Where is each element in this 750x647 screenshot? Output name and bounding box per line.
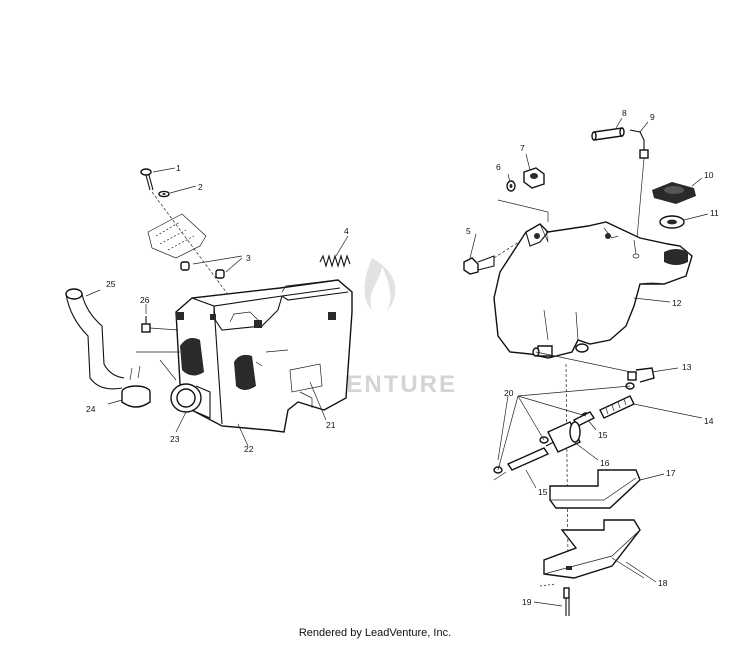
spring-part <box>319 235 351 268</box>
bolt-part <box>140 167 176 191</box>
part-label-9: 9 <box>650 112 655 122</box>
fuel-tank-part <box>493 221 693 359</box>
clamp-part <box>107 385 151 408</box>
part-label-25: 25 <box>106 279 116 289</box>
part-label-26: 26 <box>140 295 150 305</box>
seal-part <box>170 383 211 433</box>
shutoff-valve-part <box>599 395 635 419</box>
part-label-19: 19 <box>522 597 532 607</box>
washer-part <box>158 185 197 198</box>
left-assembly <box>65 167 353 447</box>
part-label-14: 14 <box>704 416 714 426</box>
part-label-10: 10 <box>704 170 714 180</box>
part-label-16: 16 <box>600 458 610 468</box>
right-assembly <box>463 127 696 616</box>
part-label-4: 4 <box>344 226 349 236</box>
part-label-1: 1 <box>176 163 181 173</box>
nut-part <box>523 167 545 189</box>
part-label-5: 5 <box>466 226 471 236</box>
sensor-part <box>141 304 179 333</box>
mount-plate-part <box>543 519 645 579</box>
leader-lines <box>469 117 709 583</box>
fuel-cap-part <box>652 182 696 204</box>
part-label-3: 3 <box>246 253 251 263</box>
intake-tube-part <box>65 288 141 390</box>
fuel-filter-part <box>545 421 581 453</box>
mount-bolt-part <box>463 235 529 275</box>
part-label-12: 12 <box>672 298 682 308</box>
part-label-15-lower: 15 <box>538 487 548 497</box>
gasket-part <box>659 215 685 229</box>
footer-credit: Rendered by LeadVenture, Inc. <box>298 627 452 639</box>
pin-part <box>533 587 570 616</box>
part-label-11: 11 <box>710 208 719 218</box>
part-label-21: 21 <box>326 420 336 430</box>
part-label-7: 7 <box>520 143 525 153</box>
part-label-15: 15 <box>598 430 608 440</box>
tank-strap-part <box>549 469 641 509</box>
outlet-fitting-part <box>627 367 655 383</box>
part-label-20: 20 <box>504 388 514 398</box>
part-label-17: 17 <box>666 468 676 478</box>
part-label-8: 8 <box>622 108 627 118</box>
part-label-18: 18 <box>658 578 668 588</box>
small-washer-part <box>506 180 516 192</box>
fuel-line-parts <box>506 411 596 471</box>
grommet-parts <box>180 255 243 279</box>
vent-hose-part <box>591 127 625 141</box>
part-label-6: 6 <box>496 162 501 172</box>
part-label-24: 24 <box>86 404 96 414</box>
elbow-fitting-part <box>629 129 649 251</box>
part-label-13: 13 <box>682 362 692 372</box>
part-label-23: 23 <box>170 434 180 444</box>
part-label-2: 2 <box>198 182 203 192</box>
airbox-housing <box>175 279 353 433</box>
part-labels: 1 2 3 4 5 6 7 8 9 10 11 12 13 14 15 15 1… <box>86 108 719 607</box>
part-label-22: 22 <box>244 444 254 454</box>
